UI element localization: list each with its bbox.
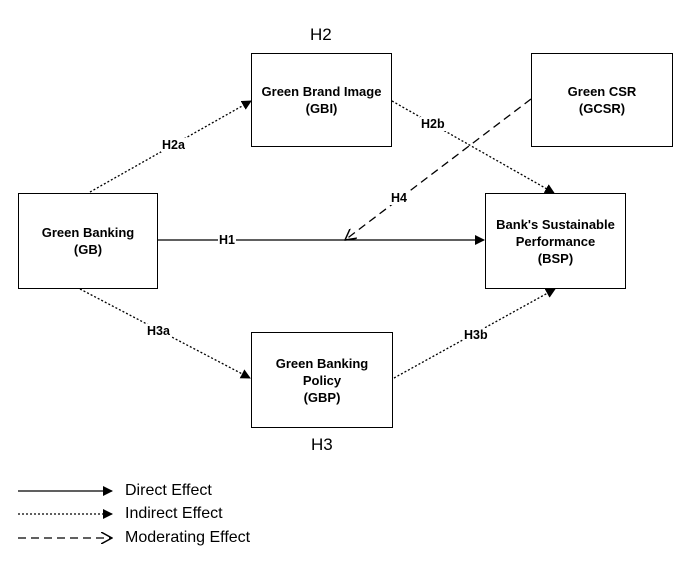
node-green-brand-image: Green Brand Image (GBI) bbox=[251, 53, 392, 147]
node-gcsr-line2: (GCSR) bbox=[578, 101, 626, 116]
edge-label-h2b: H2b bbox=[420, 117, 446, 131]
edge-label-h3b: H3b bbox=[463, 328, 489, 342]
node-green-banking: Green Banking (GB) bbox=[18, 193, 158, 289]
node-gb-line2: (GB) bbox=[73, 242, 103, 257]
heading-h2: H2 bbox=[310, 25, 332, 44]
edge-h2b-gbi-to-bsp bbox=[391, 100, 555, 194]
node-gbp-line2: Policy bbox=[302, 372, 342, 388]
legend-direct-label: Direct Effect bbox=[125, 482, 212, 499]
edge-h3b-gbp-to-bsp bbox=[393, 288, 556, 379]
legend-indirect-label: Indirect Effect bbox=[125, 505, 223, 522]
node-gbi-line2: (GBI) bbox=[305, 101, 338, 116]
node-gbp-line1: Green Banking bbox=[275, 355, 369, 371]
node-bsp-line2: Performance bbox=[515, 233, 596, 249]
edge-label-h4: H4 bbox=[390, 191, 408, 205]
node-banks-sustainable-performance: Bank's Sustainable Performance (BSP) bbox=[485, 193, 626, 289]
edge-label-h2a: H2a bbox=[161, 138, 186, 152]
node-green-csr: Green CSR (GCSR) bbox=[531, 53, 673, 147]
node-gcsr-line1: Green CSR bbox=[567, 84, 637, 99]
legend-moderating-label: Moderating Effect bbox=[125, 529, 251, 546]
heading-h3: H3 bbox=[311, 435, 333, 454]
node-gb-line1: Green Banking bbox=[41, 225, 135, 240]
edge-label-h3a: H3a bbox=[146, 324, 171, 338]
node-gbp-line3: (GBP) bbox=[303, 389, 341, 405]
node-bsp-line1: Bank's Sustainable bbox=[496, 216, 615, 232]
node-green-banking-policy: Green Banking Policy (GBP) bbox=[251, 332, 393, 428]
node-bsp-line3: (BSP) bbox=[537, 250, 574, 266]
node-gbi-line1: Green Brand Image bbox=[261, 84, 382, 99]
edge-label-h1: H1 bbox=[218, 233, 236, 247]
